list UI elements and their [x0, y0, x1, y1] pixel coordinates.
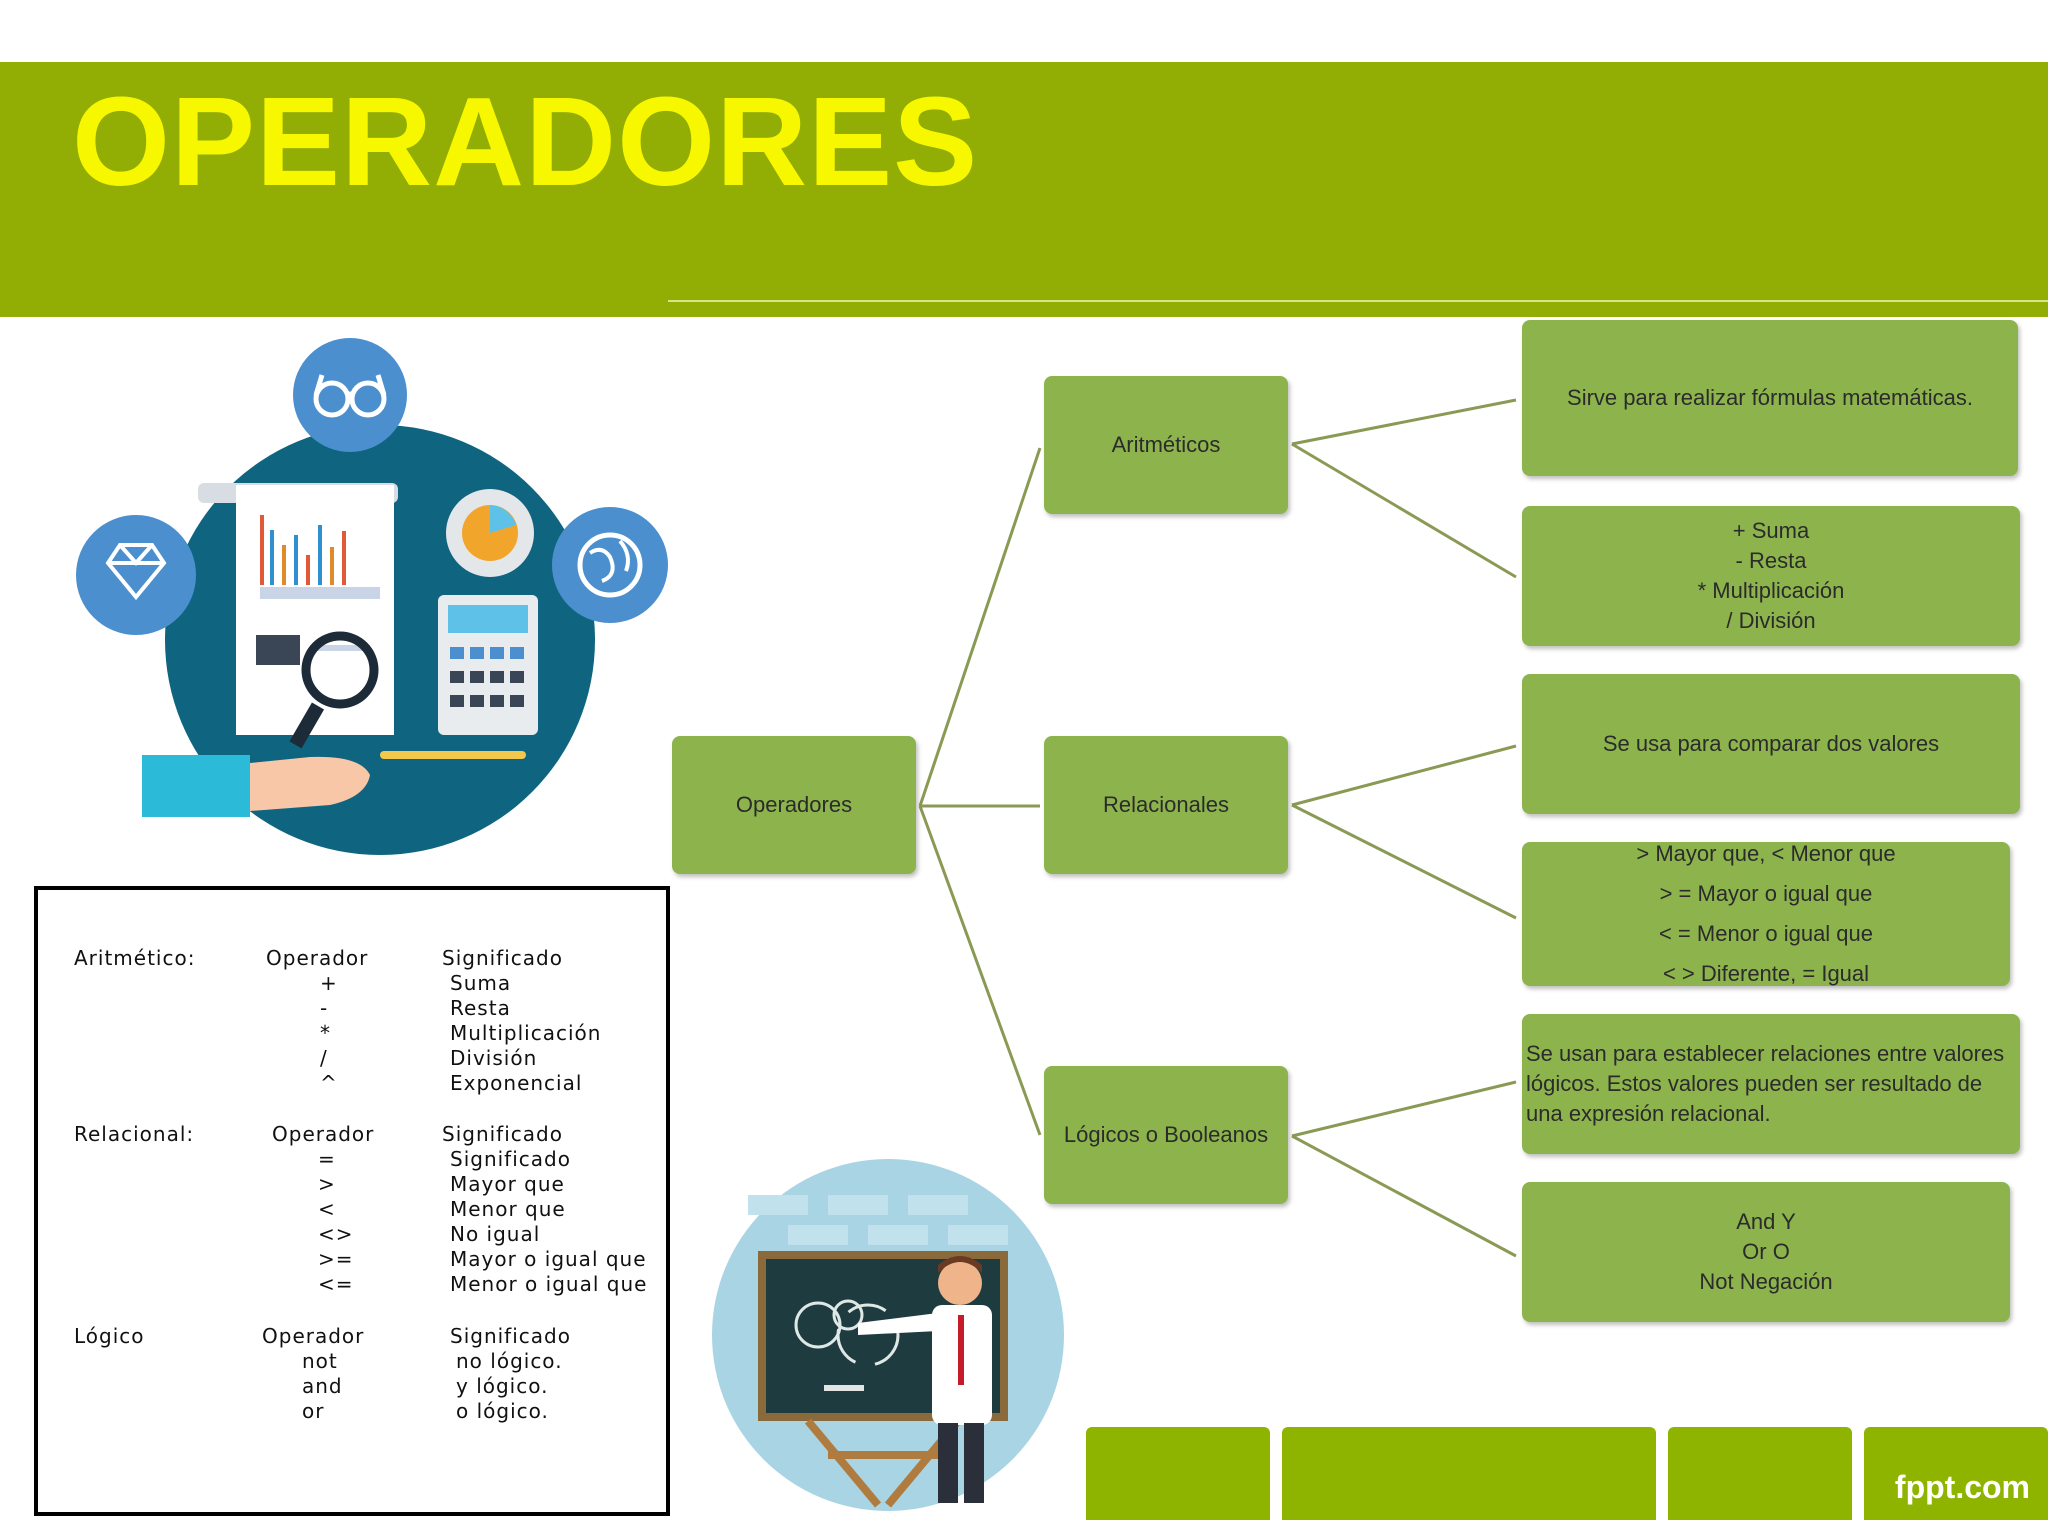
header-band — [0, 62, 2048, 317]
table-operator-header: Operador — [266, 946, 369, 970]
table-category: Relacional: — [74, 1122, 195, 1146]
analytics-illustration — [76, 338, 668, 855]
footer-brand: fppt.com — [1894, 1469, 2030, 1505]
detail-node: And Y Or O Not Negación — [1522, 1182, 2010, 1322]
branch-aritmeticos: Aritméticos — [1044, 376, 1288, 514]
footer-block — [1282, 1427, 1656, 1520]
detail-text: And Y Or O Not Negación — [1699, 1209, 1833, 1294]
footer-block — [1668, 1427, 1852, 1520]
branch-relacionales: Relacionales — [1044, 736, 1288, 874]
glasses-icon — [293, 338, 407, 452]
detail-node: Sirve para realizar fórmulas matemáticas… — [1522, 320, 2018, 476]
operators-table: Aritmético: Operador Significado + - * /… — [34, 886, 670, 1516]
table-operators: = > < <> >= <= — [318, 1147, 354, 1296]
mindmap-root-label: Operadores — [735, 792, 853, 817]
branch-logicos: Lógicos o Booleanos — [1044, 1066, 1288, 1204]
detail-text: Se usa para comparar dos valores — [1602, 731, 1940, 756]
detail-node: > Mayor que, < Menor que > = Mayor o igu… — [1522, 841, 2010, 986]
table-category: Aritmético: — [74, 946, 196, 970]
slide-title: OPERADORES — [72, 71, 979, 212]
table-operators: not and or — [302, 1349, 343, 1423]
mindmap-root-node: Operadores — [672, 736, 916, 874]
table-meanings: Suma Resta Multiplicación División Expon… — [450, 971, 602, 1095]
teacher-illustration — [712, 1159, 1064, 1511]
magnifier-icon — [289, 631, 379, 749]
table-meaning-header: Significado — [442, 1122, 563, 1146]
branch-label: Aritméticos — [1111, 432, 1221, 457]
footer-block — [1086, 1427, 1270, 1520]
detail-text: + Suma - Resta * Multiplicación / Divisi… — [1697, 518, 1845, 633]
footer-block: fppt.com — [1864, 1427, 2048, 1520]
detail-text: Sirve para realizar fórmulas matemáticas… — [1567, 385, 1973, 410]
hand-icon — [142, 755, 370, 817]
teacher-figure-icon — [858, 1256, 992, 1503]
branch-label: Relacionales — [1103, 792, 1229, 817]
detail-node: + Suma - Resta * Multiplicación / Divisi… — [1522, 506, 2020, 646]
table-operator-header: Operador — [272, 1122, 375, 1146]
detail-node: Se usa para comparar dos valores — [1522, 674, 2020, 814]
table-operator-header: Operador — [262, 1324, 365, 1348]
table-meaning-header: Significado — [442, 946, 563, 970]
table-operators: + - * / ^ — [320, 971, 338, 1095]
calculator-icon — [438, 595, 538, 735]
table-meanings: no lógico. y lógico. o lógico. — [456, 1349, 563, 1423]
table-category: Lógico — [74, 1324, 145, 1348]
detail-text: > Mayor que, < Menor que > = Mayor o igu… — [1636, 841, 1896, 986]
table-meanings: Significado Mayor que Menor que No igual… — [450, 1147, 648, 1296]
header-divider — [668, 300, 2048, 302]
pie-chart-icon — [446, 489, 534, 577]
branch-label: Lógicos o Booleanos — [1063, 1122, 1269, 1147]
globe-icon — [552, 507, 668, 623]
detail-text: Se usan para establecer relaciones entre… — [1526, 1041, 2005, 1126]
diamond-icon — [76, 515, 196, 635]
detail-node: Se usan para establecer relaciones entre… — [1522, 1014, 2020, 1154]
table-meaning-header: Significado — [450, 1324, 571, 1348]
